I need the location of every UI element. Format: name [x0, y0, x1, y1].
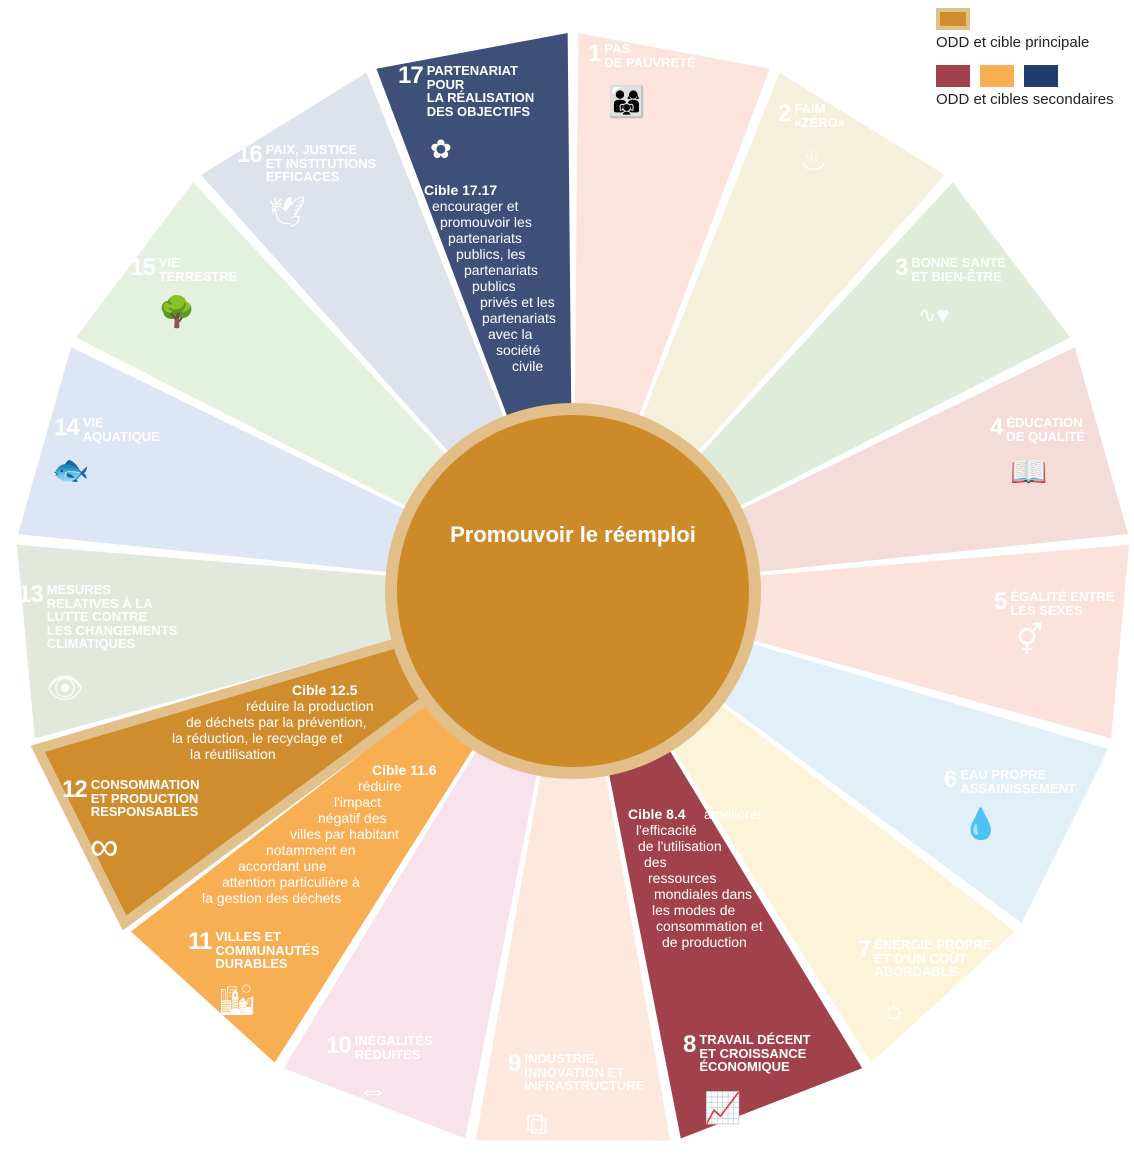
center-title: Promouvoir le réemploi: [450, 522, 696, 547]
goal-9-segment: [475, 738, 671, 1141]
partnership-icon: ✿: [430, 134, 452, 164]
goal-10-label: 10Inégalités réduites: [326, 1032, 433, 1062]
target-8-4: Cible 8.4 améliorer l'efficacité de l'ut…: [628, 806, 763, 950]
target-12-5-title: Cible 12.5: [292, 682, 358, 698]
center-disc: [397, 415, 749, 767]
book-icon: 📖: [1010, 456, 1048, 489]
target-17-17: Cible 17.17 encourager et promouvoir les…: [424, 182, 556, 374]
equality-icon: ⇔: [358, 1074, 388, 1107]
goal-4-segment: [707, 347, 1129, 576]
goal-3-label: 3Bonne santé et bien-être: [895, 254, 1006, 284]
goal-17-segment: [376, 33, 572, 451]
goal-3-segment: [675, 182, 1071, 523]
goal-7-segment: [653, 682, 1016, 1063]
family-icon: 👨‍👩‍👧: [608, 86, 646, 119]
goal-15-segment: [75, 182, 471, 523]
goal-2-label: 2Faim «zéro»: [778, 100, 845, 130]
goal-10-segment: [283, 719, 545, 1139]
goal-16-segment: [201, 72, 518, 480]
goal-6-segment: [693, 633, 1109, 923]
target-12-5: Cible 12.5 réduire la production de déch…: [172, 682, 374, 762]
earth-eye-icon: 👁: [46, 672, 85, 705]
target-8-4-title: Cible 8.4: [628, 806, 686, 822]
goal-14-segment: [17, 347, 439, 576]
legend: ODD et cible principale ODD et cibles se…: [936, 8, 1132, 122]
legend-main-label: ODD et cible principale: [936, 34, 1090, 51]
infinity-icon: ∞: [90, 825, 119, 869]
goal-1-segment: [574, 33, 770, 451]
wheel-segments: [16, 33, 1130, 1141]
city-icon: 🏙: [218, 984, 257, 1017]
goal-12-label: 12Consommation et production responsable…: [62, 776, 200, 819]
fish-icon: 🐟: [52, 454, 90, 487]
goal-13-segment: [16, 544, 429, 739]
gender-icon: ⚥: [1016, 624, 1044, 657]
goal-4-label: 4Éducation de qualité: [990, 414, 1086, 444]
goal-5-segment: [717, 544, 1130, 739]
legend-main-swatch: [936, 8, 970, 30]
legend-secondary-label: ODD et cibles secondaires: [936, 91, 1114, 108]
goal-16-label: 16Paix, justice et institutions efficace…: [237, 141, 377, 184]
tree-icon: 🌳: [158, 296, 196, 329]
legend-swatch-goal-11: [980, 65, 1014, 87]
goal-5-label: 5Égalité entre les sexes: [994, 588, 1115, 618]
water-icon: 💧: [962, 808, 1000, 841]
goal-2-segment: [628, 72, 945, 480]
legend-swatch-goal-17: [1024, 65, 1058, 87]
goal-8-label: 8Travail décent et croissance économique: [683, 1031, 811, 1074]
goal-7-label: 7Énergie propre et d'un coût abordable: [858, 936, 992, 979]
target-11-6: Cible 11.6 réduire l'impact négatif des …: [202, 762, 437, 906]
dove-gavel-icon: 🕊: [268, 196, 307, 229]
target-17-17-title: Cible 17.17: [424, 182, 498, 198]
goal-17-label: 17Partenariat pour la réalisation des ob…: [398, 62, 535, 119]
goal-8-segment: [601, 719, 863, 1139]
goal-14-label: 14Vie aquatique: [54, 414, 160, 444]
cubes-icon: ⧉: [526, 1108, 548, 1141]
legend-swatch-goal-8: [936, 65, 970, 87]
goal-13-label: 13Mesures relatives à la lutte contre le…: [18, 581, 178, 651]
heartbeat-icon: ∿♥: [918, 302, 950, 327]
goal-11-segment: [130, 682, 493, 1063]
goal-9-label: 9Industrie, innovation et infrastructure: [508, 1050, 645, 1093]
sun-icon: ☼: [880, 994, 908, 1027]
goal-11-label: 11Villes et communautés durables: [188, 928, 320, 971]
bowl-icon: ♨: [800, 144, 827, 177]
goal-1-label: 1Pas de pauvreté: [588, 40, 696, 70]
growth-chart-icon: 📈: [704, 1092, 742, 1125]
goal-15-label: 15Vie terrestre: [130, 254, 238, 284]
goal-6-label: 6Eau propre assainissement: [944, 766, 1076, 796]
target-11-6-title: Cible 11.6: [372, 762, 437, 778]
